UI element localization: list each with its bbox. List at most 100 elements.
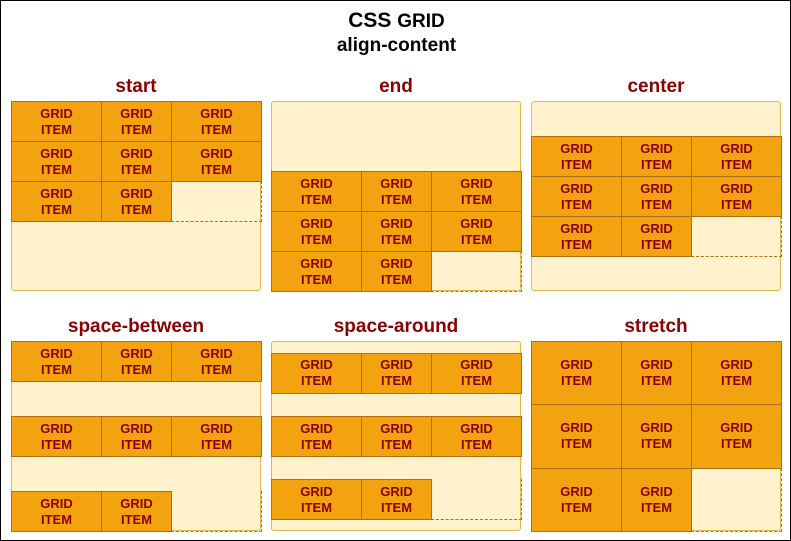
grid-item-text: GRID ITEM <box>380 357 413 389</box>
grid-item: GRID ITEM <box>431 171 522 212</box>
grid-item: GRID ITEM <box>11 141 102 182</box>
panel-label-stretch: stretch <box>624 316 688 337</box>
grid-item-text: GRID ITEM <box>380 175 413 207</box>
grid-item: GRID ITEM <box>691 136 782 177</box>
grid-item: GRID ITEM <box>271 211 362 252</box>
grid-item-text: GRID ITEM <box>560 483 593 515</box>
grid-item: GRID ITEM <box>101 181 172 222</box>
grid-item-text: GRID ITEM <box>40 345 73 377</box>
grid-item: GRID ITEM <box>431 211 522 252</box>
grid-item-text: GRID ITEM <box>40 185 73 217</box>
grid-item-text: GRID ITEM <box>640 220 673 252</box>
grid-item-text: GRID ITEM <box>120 105 153 137</box>
grid-item: GRID ITEM <box>431 416 522 457</box>
grid-item: GRID ITEM <box>11 101 102 142</box>
grid-item-text: GRID ITEM <box>560 220 593 252</box>
grid-item: GRID ITEM <box>271 479 362 521</box>
panel-label-end: end <box>379 76 413 97</box>
title-prefix: CSS <box>348 9 392 32</box>
grid-item: GRID ITEM <box>171 141 262 182</box>
grid-item: GRID ITEM <box>361 352 432 394</box>
grid-item: GRID ITEM <box>531 404 622 469</box>
diagram-title: CSS GRID <box>1 9 791 33</box>
grid-item-text: GRID ITEM <box>300 215 333 247</box>
grid-item-text: GRID ITEM <box>720 357 753 389</box>
empty-grid-slot <box>691 216 782 257</box>
grid-item: GRID ITEM <box>361 251 432 292</box>
grid-item-text: GRID ITEM <box>460 215 493 247</box>
grid-item-text: GRID ITEM <box>640 357 673 389</box>
grid-item-text: GRID ITEM <box>560 140 593 172</box>
grid-item-text: GRID ITEM <box>120 495 153 527</box>
empty-grid-slot <box>171 491 262 532</box>
grid-item: GRID ITEM <box>361 479 432 521</box>
grid-item: GRID ITEM <box>171 101 262 142</box>
grid-item: GRID ITEM <box>531 136 622 177</box>
grid-item: GRID ITEM <box>271 251 362 292</box>
grid-item: GRID ITEM <box>11 416 102 457</box>
grid-item-text: GRID ITEM <box>300 175 333 207</box>
grid-item: GRID ITEM <box>271 171 362 212</box>
grid-item: GRID ITEM <box>621 136 692 177</box>
grid-item: GRID ITEM <box>531 176 622 217</box>
grid-item: GRID ITEM <box>101 416 172 457</box>
grid-item-text: GRID ITEM <box>640 140 673 172</box>
grid-item-text: GRID ITEM <box>120 185 153 217</box>
grid-item: GRID ITEM <box>11 181 102 222</box>
empty-grid-slot <box>431 479 522 521</box>
grid-item-text: GRID ITEM <box>460 420 493 452</box>
grid-item-text: GRID ITEM <box>380 255 413 287</box>
grid-item: GRID ITEM <box>531 467 622 532</box>
grid-item-text: GRID ITEM <box>120 145 153 177</box>
grid-item: GRID ITEM <box>101 101 172 142</box>
grid-item-text: GRID ITEM <box>560 357 593 389</box>
grid-item: GRID ITEM <box>171 341 262 382</box>
grid-item: GRID ITEM <box>621 216 692 257</box>
grid-item-text: GRID ITEM <box>200 345 233 377</box>
grid-container-space-around: GRID ITEM GRID ITEM GRID ITEM GRID ITEM GRID… <box>271 341 522 531</box>
grid-container-space-between: GRID ITEM GRID ITEM GRID ITEM GRID ITEM GRID… <box>11 341 262 532</box>
panel-label-center: center <box>627 76 685 97</box>
grid-item: GRID ITEM <box>101 141 172 182</box>
grid-item-text: GRID ITEM <box>200 420 233 452</box>
grid-item-text: GRID ITEM <box>300 255 333 287</box>
grid-item: GRID ITEM <box>171 416 262 457</box>
grid-container-stretch: GRID ITEM GRID ITEM GRID ITEM GRID ITEM GRID… <box>531 341 782 532</box>
grid-item-text: GRID ITEM <box>300 483 333 515</box>
grid-item: GRID ITEM <box>11 341 102 382</box>
grid-item: GRID ITEM <box>691 341 782 406</box>
diagram-subtitle: align-content <box>336 35 457 56</box>
grid-item-text: GRID ITEM <box>200 105 233 137</box>
panel-label-space-between: space-between <box>67 316 205 337</box>
grid-item-text: GRID ITEM <box>40 105 73 137</box>
grid-item-text: GRID ITEM <box>40 495 73 527</box>
grid-item: GRID ITEM <box>621 467 692 532</box>
panel-label-start: start <box>115 76 157 97</box>
grid-item-text: GRID ITEM <box>380 483 413 515</box>
grid-item: GRID ITEM <box>531 341 622 406</box>
grid-item: GRID ITEM <box>431 352 522 394</box>
grid-item-text: GRID ITEM <box>120 345 153 377</box>
grid-item: GRID ITEM <box>361 211 432 252</box>
grid-item-text: GRID ITEM <box>640 420 673 452</box>
grid-item: GRID ITEM <box>621 341 692 406</box>
grid-item-text: GRID ITEM <box>300 420 333 452</box>
grid-item: GRID ITEM <box>621 404 692 469</box>
grid-item-text: GRID ITEM <box>40 420 73 452</box>
panel-label-space-around: space-around <box>333 316 459 337</box>
grid-item-text: GRID ITEM <box>640 483 673 515</box>
grid-item-text: GRID ITEM <box>640 180 673 212</box>
grid-item: GRID ITEM <box>531 216 622 257</box>
grid-item-text: GRID ITEM <box>300 357 333 389</box>
grid-item-text: GRID ITEM <box>200 145 233 177</box>
grid-item: GRID ITEM <box>361 416 432 457</box>
grid-item-text: GRID ITEM <box>720 180 753 212</box>
grid-item: GRID ITEM <box>101 341 172 382</box>
grid-item-text: GRID ITEM <box>460 357 493 389</box>
empty-grid-slot <box>431 251 522 292</box>
grid-item-text: GRID ITEM <box>120 420 153 452</box>
